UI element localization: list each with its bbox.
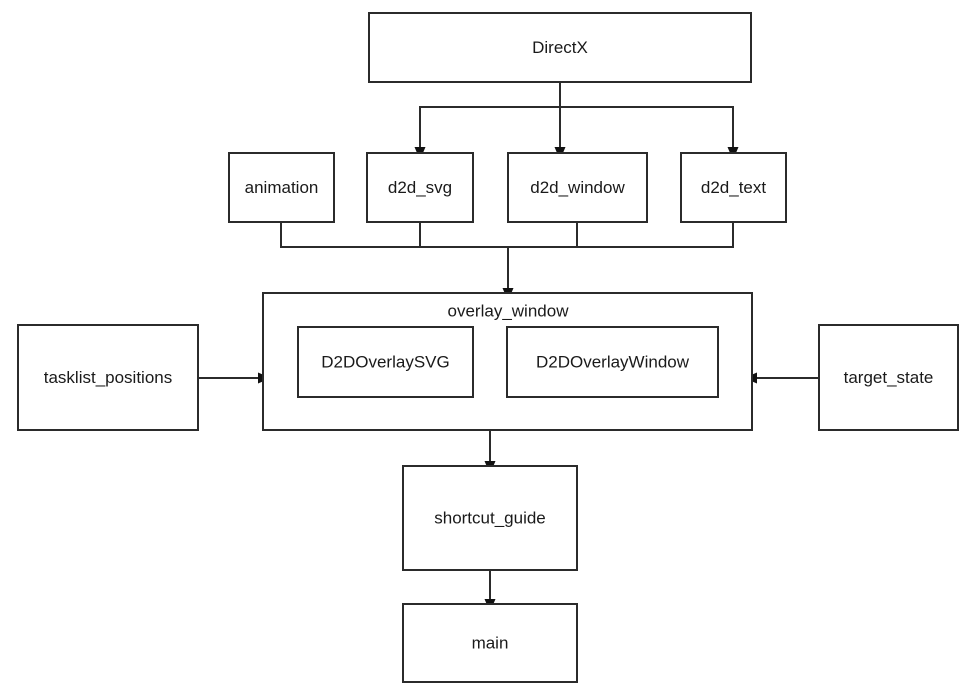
node-d2d_text-box[interactable]: [680, 152, 787, 223]
node-shortcut_guide[interactable]: shortcut_guide: [402, 465, 578, 571]
group-overlay_window-label: overlay_window: [448, 301, 570, 320]
edge-animation-bus-line: [280, 222, 508, 248]
edge-d2d_window-bus-line: [508, 222, 578, 248]
edge-d2d_svg-bus: [419, 222, 508, 248]
node-tasklist_positions-label: tasklist_positions: [44, 368, 173, 387]
edge-target_state-overlay: [744, 372, 819, 384]
node-d2d_svg[interactable]: d2d_svg: [366, 152, 474, 223]
edge-d2d_text-bus: [508, 222, 734, 248]
node-directx[interactable]: DirectX: [368, 12, 752, 83]
node-d2d_window-box[interactable]: [507, 152, 648, 223]
node-d2d_overlay_svg-label: D2DOverlaySVG: [321, 352, 449, 371]
node-main-box[interactable]: [402, 603, 578, 683]
node-d2d_text[interactable]: d2d_text: [680, 152, 787, 223]
node-d2d_overlay_window-box[interactable]: [506, 326, 719, 398]
node-target_state-box[interactable]: [818, 324, 959, 431]
node-animation-box[interactable]: [228, 152, 335, 223]
node-animation-label: animation: [245, 178, 319, 197]
node-main[interactable]: main: [402, 603, 578, 683]
node-d2d_overlay_svg-box[interactable]: [297, 326, 474, 398]
node-directx-label: DirectX: [532, 38, 588, 57]
edge-animation-bus: [280, 222, 508, 248]
node-animation[interactable]: animation: [228, 152, 335, 223]
edge-tasklist_positions-overlay: [198, 372, 271, 384]
edge-directx-d2d_text-line: [559, 82, 734, 149]
node-directx-box[interactable]: [368, 12, 752, 83]
node-d2d_svg-label: d2d_svg: [388, 178, 452, 197]
edge-d2d_text-bus-line: [508, 222, 734, 248]
node-shortcut_guide-box[interactable]: [402, 465, 578, 571]
node-d2d_window[interactable]: d2d_window: [507, 152, 648, 223]
edge-directx-d2d_svg-line: [419, 82, 561, 149]
edge-d2d_svg-bus-line: [419, 222, 508, 248]
node-d2d_text-label: d2d_text: [701, 178, 766, 197]
node-d2d_overlay_window-label: D2DOverlayWindow: [536, 352, 690, 371]
node-tasklist_positions-box[interactable]: [17, 324, 199, 431]
node-d2d_svg-box[interactable]: [366, 152, 474, 223]
node-tasklist_positions[interactable]: tasklist_positions: [17, 324, 199, 431]
node-target_state[interactable]: target_state: [818, 324, 959, 431]
node-d2d_window-label: d2d_window: [530, 178, 625, 197]
edge-d2d_window-bus: [508, 222, 578, 248]
nodes-layer: DirectX animation d2d_svg d2d_window d2d_tex…: [17, 12, 959, 683]
edge-directx-d2d_text: [559, 82, 739, 160]
node-target_state-label: target_state: [844, 368, 934, 387]
edge-directx-d2d_svg: [414, 82, 561, 160]
node-d2d_overlay_svg[interactable]: D2DOverlaySVG: [297, 326, 474, 398]
node-main-label: main: [472, 633, 509, 652]
node-shortcut_guide-label: shortcut_guide: [434, 508, 546, 527]
node-d2d_overlay_window[interactable]: D2DOverlayWindow: [506, 326, 719, 398]
